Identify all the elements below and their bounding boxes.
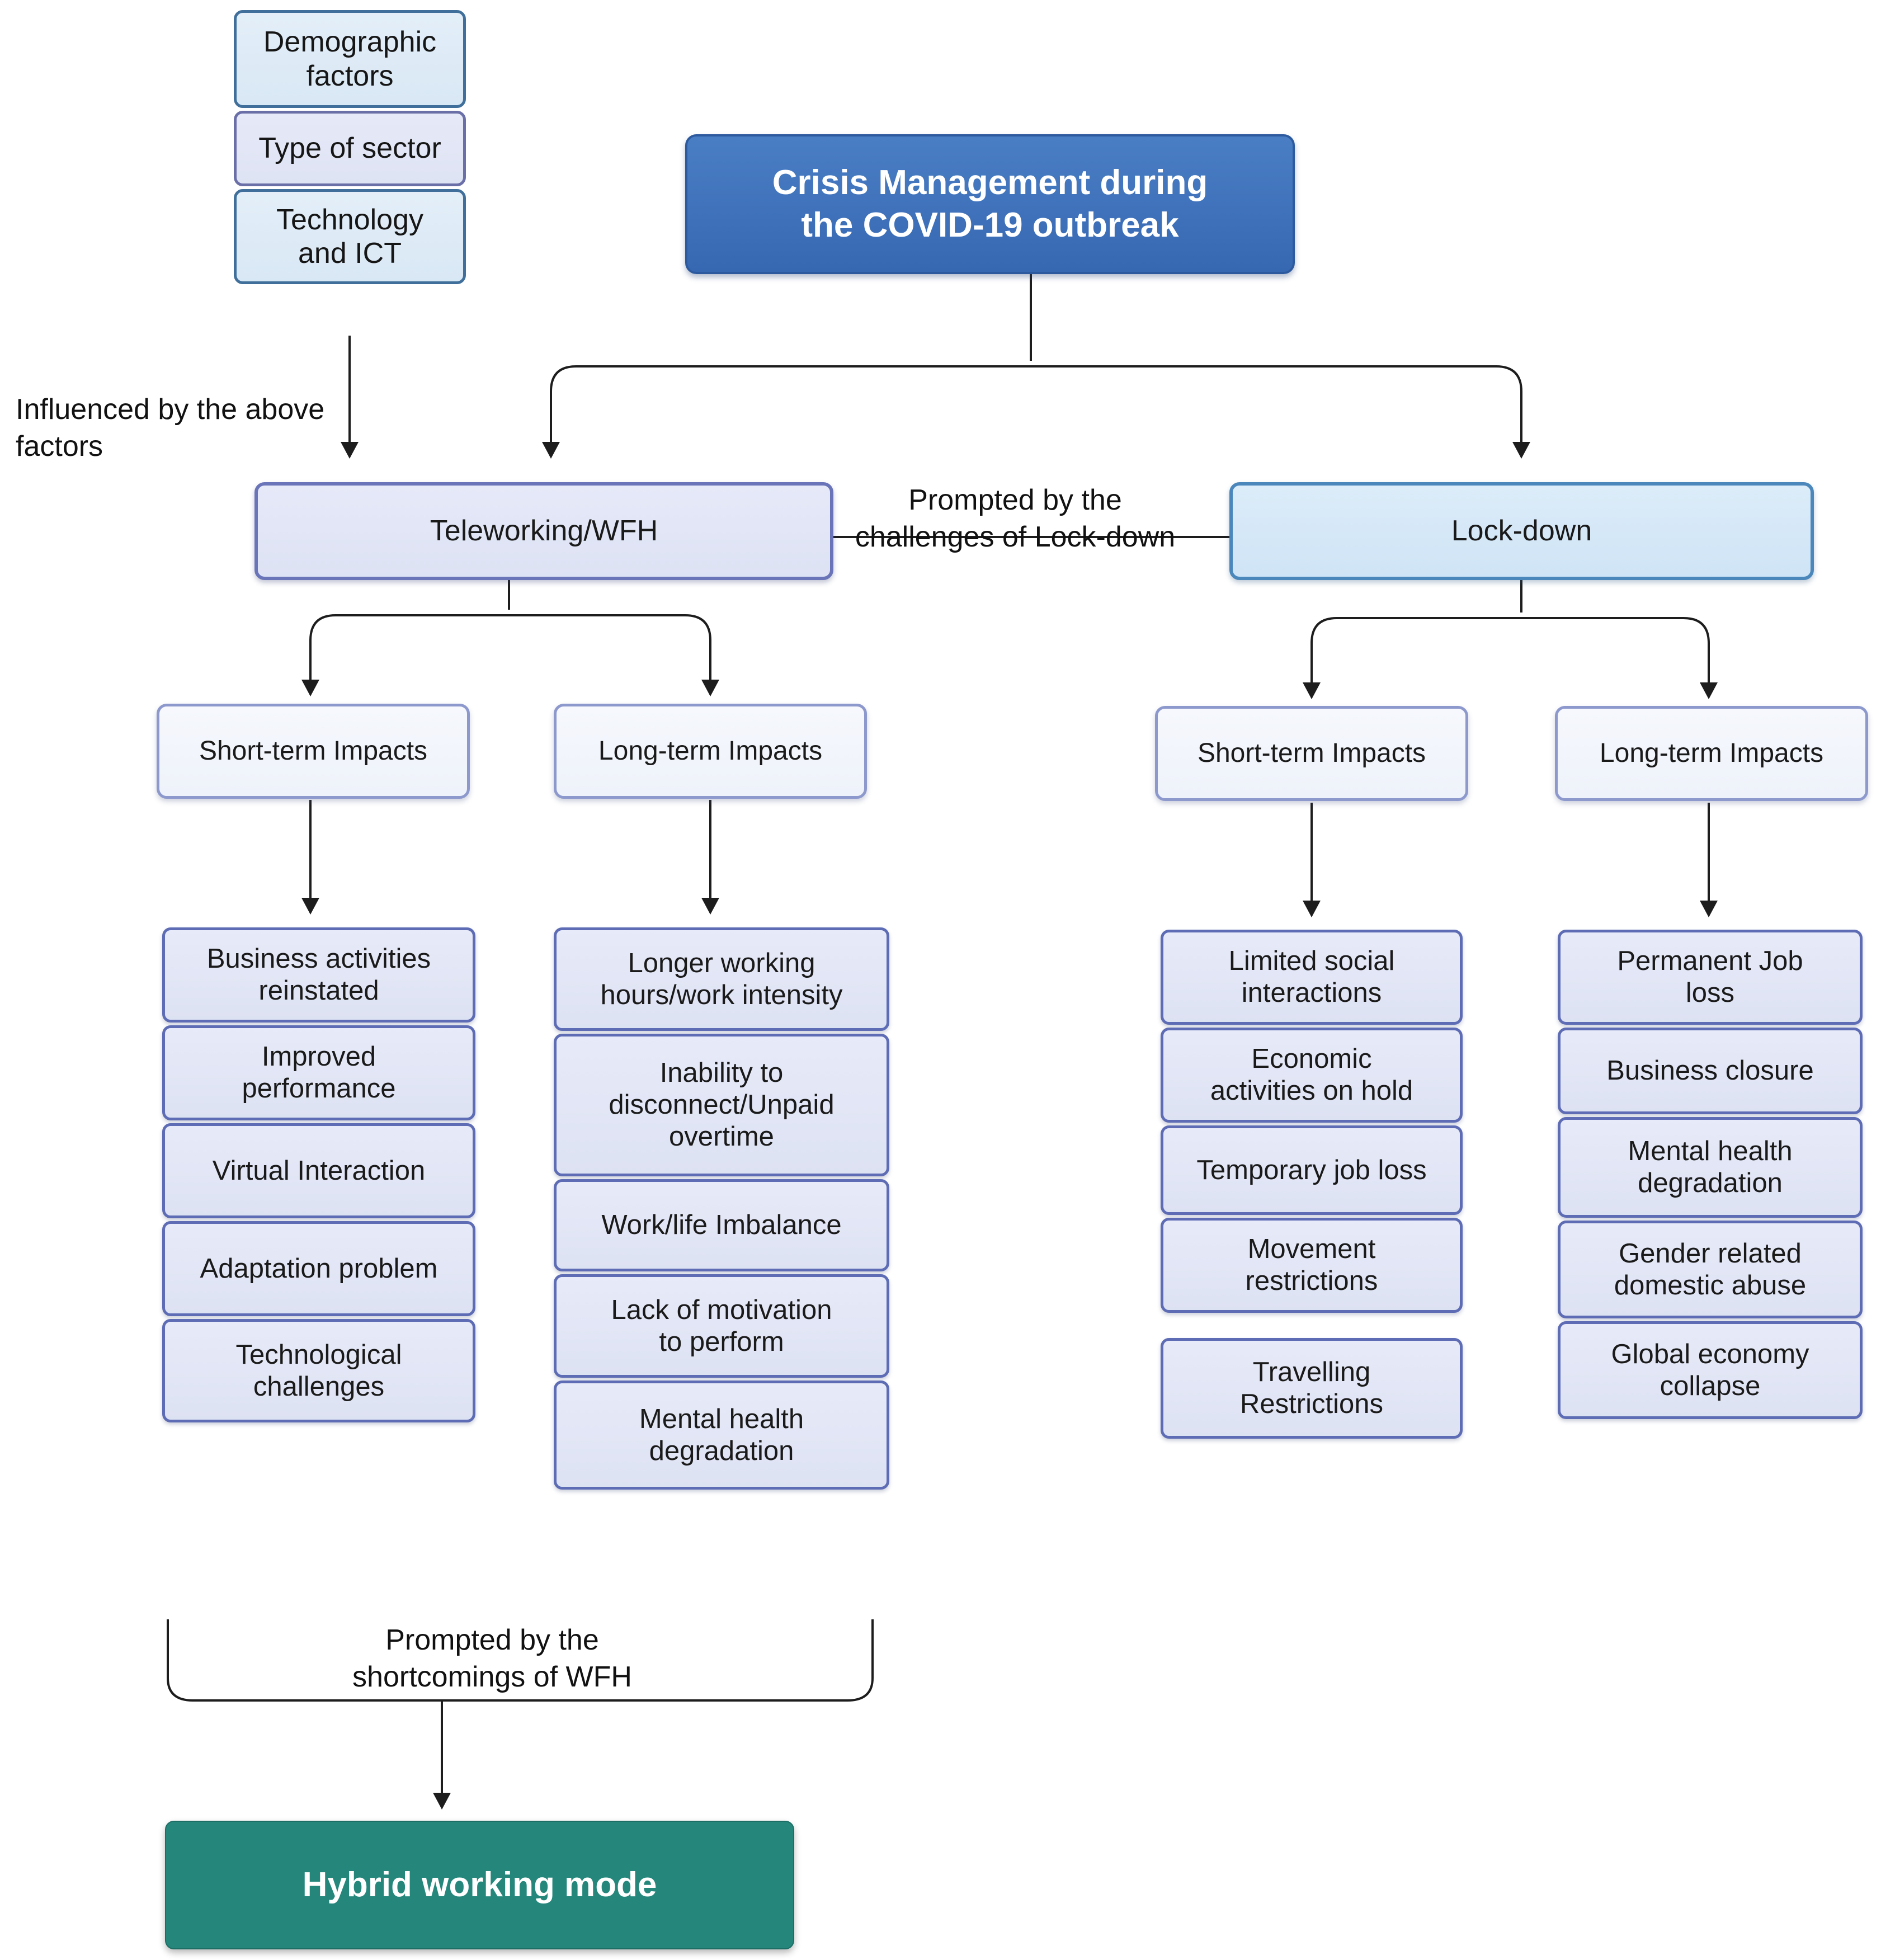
list-item-wfh-short-3[interactable]: Virtual Interaction [162,1123,475,1218]
list-item-lockdown-short-1[interactable]: Limited social interactions [1161,930,1463,1025]
list-item-label: Travelling Restrictions [1240,1357,1383,1419]
list-item-label: Inability to disconnect/Unpaid overtime [609,1058,835,1152]
list-item-lockdown-long-3[interactable]: Mental health degradation [1558,1117,1863,1218]
edge-merge-left [167,1619,442,1702]
list-item-label: Temporary job loss [1196,1155,1427,1185]
arrowhead-title-lockdown [1512,442,1530,459]
annotation-prompted-by-lockdown: Prompted by the challenges of Lock-down [855,484,1176,553]
edge-ld-to-short [1310,617,1521,696]
arrowhead-ldshort-list [1303,901,1321,917]
list-item-label: Work/life Imbalance [601,1210,842,1241]
impact-header-label-lockdown-long: Long-term Impacts [1599,738,1824,769]
factor-label-demographic: Demographic factors [263,26,437,92]
arrowhead-ld-long [1700,682,1718,699]
list-item-label: Gender related domestic abuse [1614,1238,1807,1301]
list-item-wfh-long-3[interactable]: Work/life Imbalance [554,1179,889,1271]
edge-title-to-lockdown [1031,365,1522,456]
arrowhead-ldlong-list [1700,901,1718,917]
list-item-wfh-long-4[interactable]: Lack of motivation to perform [554,1274,889,1378]
list-item-wfh-short-5[interactable]: Technological challenges [162,1319,475,1422]
arrowhead-wfh-short [301,680,319,696]
list-item-label: Improved performance [242,1042,396,1104]
factor-box-sector[interactable]: Type of sector [234,111,466,186]
list-item-wfh-short-2[interactable]: Improved performance [162,1025,475,1120]
annotation-influenced-by-factors: Influenced by the above factors [16,393,325,463]
arrowhead-wfh-long [701,680,719,696]
factor-label-technology: Technology and ICT [276,203,424,270]
list-item-label: Business closure [1606,1056,1814,1086]
hybrid-working-mode-node[interactable]: Hybrid working mode [165,1821,794,1949]
list-item-label: Business activities reinstated [206,944,431,1006]
arrowhead-wfhshort-list [301,898,319,915]
list-item-lockdown-short-3[interactable]: Temporary job loss [1161,1125,1463,1215]
edge-merge-right [442,1619,874,1702]
list-item-label: Virtual Interaction [212,1155,426,1186]
impact-header-lockdown-long[interactable]: Long-term Impacts [1555,706,1868,801]
list-item-lockdown-short-5[interactable]: Travelling Restrictions [1161,1338,1463,1439]
arrowhead-factors-wfh [341,442,359,459]
branch-label-teleworking: Teleworking/WFH [430,515,658,548]
list-item-label: Mental health degradation [1628,1136,1793,1198]
list-item-lockdown-short-2[interactable]: Economic activities on hold [1161,1028,1463,1123]
list-item-lockdown-long-2[interactable]: Business closure [1558,1028,1863,1114]
arrowhead-wfhlong-list [701,898,719,915]
list-item-label: Economic activities on hold [1210,1044,1413,1106]
list-item-label: Mental health degradation [639,1403,804,1466]
factor-box-demographic[interactable]: Demographic factors [234,10,466,108]
edge-wfh-to-short [309,614,509,694]
impact-header-label-wfh-long: Long-term Impacts [598,736,823,766]
list-item-lockdown-long-5[interactable]: Global economy collapse [1558,1321,1863,1419]
list-item-wfh-short-4[interactable]: Adaptation problem [162,1221,475,1316]
list-item-label: Movement restrictions [1245,1234,1378,1296]
arrowhead-ld-short [1303,682,1321,699]
annotation-prompted-by-wfh: Prompted by the shortcomings of WFH [352,1624,632,1693]
list-item-lockdown-long-4[interactable]: Gender related domestic abuse [1558,1221,1863,1318]
list-item-label: Permanent Job loss [1617,946,1803,1008]
edge-ld-to-long [1521,617,1710,696]
list-item-wfh-short-1[interactable]: Business activities reinstated [162,927,475,1023]
impact-header-label-lockdown-short: Short-term Impacts [1197,738,1426,769]
branch-node-teleworking[interactable]: Teleworking/WFH [254,482,833,580]
factor-box-technology[interactable]: Technology and ICT [234,189,466,284]
list-item-label: Adaptation problem [200,1253,438,1284]
factor-label-sector: Type of sector [258,132,441,165]
list-item-wfh-long-1[interactable]: Longer working hours/work intensity [554,927,889,1031]
arrowhead-title-wfh [542,442,560,459]
list-item-lockdown-long-1[interactable]: Permanent Job loss [1558,930,1863,1025]
hybrid-working-mode-label: Hybrid working mode [302,1865,657,1905]
list-item-wfh-long-5[interactable]: Mental health degradation [554,1381,889,1490]
edge-title-to-wfh [550,365,1031,456]
branch-node-lockdown[interactable]: Lock-down [1229,482,1814,580]
main-title-label: Crisis Management during the COVID-19 ou… [772,163,1208,244]
list-item-label: Technological challenges [235,1339,402,1402]
list-item-label: Lack of motivation to perform [611,1294,832,1357]
list-item-label: Global economy collapse [1611,1339,1809,1401]
arrowhead-hybrid [433,1793,451,1810]
edge-wfh-to-long [509,614,711,694]
main-title-node[interactable]: Crisis Management during the COVID-19 ou… [685,134,1295,274]
list-item-label: Longer working hours/work intensity [600,948,843,1010]
list-item-label: Limited social interactions [1228,946,1395,1008]
impact-header-wfh-long[interactable]: Long-term Impacts [554,704,867,799]
impact-header-wfh-short[interactable]: Short-term Impacts [157,704,470,799]
impact-header-label-wfh-short: Short-term Impacts [199,736,428,766]
branch-label-lockdown: Lock-down [1451,515,1592,548]
list-item-lockdown-short-4[interactable]: Movement restrictions [1161,1218,1463,1313]
list-item-wfh-long-2[interactable]: Inability to disconnect/Unpaid overtime [554,1034,889,1176]
impact-header-lockdown-short[interactable]: Short-term Impacts [1155,706,1468,801]
